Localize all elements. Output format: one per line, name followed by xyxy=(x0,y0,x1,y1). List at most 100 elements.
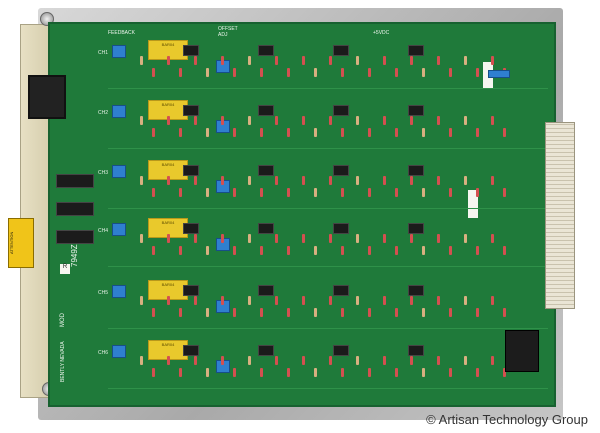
resistor xyxy=(491,296,494,305)
resistor xyxy=(329,176,332,185)
resistor xyxy=(179,368,182,377)
resistor xyxy=(329,234,332,243)
trace xyxy=(108,328,548,329)
maker-label: BENTLY NEVADA xyxy=(60,341,66,382)
trimpot-feedback xyxy=(112,345,126,358)
resistor xyxy=(383,56,386,65)
resistor xyxy=(152,68,155,77)
trace xyxy=(108,148,548,149)
resistor xyxy=(233,128,236,137)
resistor xyxy=(233,188,236,197)
mod-label: MOD xyxy=(60,313,66,327)
resistor xyxy=(464,234,467,243)
resistor xyxy=(260,308,263,317)
ic-chip xyxy=(333,285,349,296)
resistor xyxy=(341,188,344,197)
resistor xyxy=(449,188,452,197)
resistor xyxy=(302,356,305,365)
resistor xyxy=(464,56,467,65)
resistor xyxy=(476,246,479,255)
resistor xyxy=(368,188,371,197)
ic-chip xyxy=(408,285,424,296)
resistor xyxy=(476,188,479,197)
resistor xyxy=(194,176,197,185)
resistor xyxy=(287,128,290,137)
channel-label: CH4 xyxy=(98,228,109,234)
offset-adj-label: OFFSET ADJ xyxy=(218,26,238,38)
white-sticker xyxy=(468,190,478,218)
resistor xyxy=(140,56,143,65)
resistor xyxy=(314,68,317,77)
channel-label: CH2 xyxy=(98,110,109,116)
edge-connector xyxy=(545,122,575,309)
resistor xyxy=(368,128,371,137)
resistor xyxy=(167,296,170,305)
revision-label: R xyxy=(60,264,70,274)
resistor xyxy=(314,128,317,137)
resistor xyxy=(356,234,359,243)
resistor xyxy=(260,246,263,255)
resistor xyxy=(140,116,143,125)
circuit-board: FEEDBACK OFFSET ADJ +5VDC 7949Z-01 BENTL… xyxy=(48,22,556,407)
resistor xyxy=(476,128,479,137)
resistor xyxy=(437,116,440,125)
resistor xyxy=(275,234,278,243)
resistor xyxy=(233,368,236,377)
resistor xyxy=(206,188,209,197)
resistor xyxy=(476,368,479,377)
resistor xyxy=(422,68,425,77)
resistor xyxy=(410,296,413,305)
resistor xyxy=(140,356,143,365)
resistor xyxy=(422,246,425,255)
resistor xyxy=(356,56,359,65)
resistor xyxy=(476,308,479,317)
resistor xyxy=(179,128,182,137)
resistor xyxy=(503,246,506,255)
resistor xyxy=(383,234,386,243)
resistor xyxy=(410,234,413,243)
resistor xyxy=(491,116,494,125)
channel-label: CH6 xyxy=(98,350,109,356)
ic-chip xyxy=(183,165,199,176)
resistor xyxy=(437,296,440,305)
resistor xyxy=(491,176,494,185)
resistor xyxy=(329,296,332,305)
resistor xyxy=(395,128,398,137)
ic-chip xyxy=(408,345,424,356)
ic-chip xyxy=(258,105,274,116)
ic-chip xyxy=(183,345,199,356)
resistor xyxy=(275,356,278,365)
resistor xyxy=(356,176,359,185)
resistor xyxy=(248,356,251,365)
resistor xyxy=(329,56,332,65)
resistor xyxy=(287,308,290,317)
resistor xyxy=(464,356,467,365)
resistor xyxy=(368,68,371,77)
ic-chip xyxy=(183,223,199,234)
resistor xyxy=(302,296,305,305)
resistor xyxy=(140,176,143,185)
resistor xyxy=(314,188,317,197)
resistor xyxy=(206,368,209,377)
resistor xyxy=(275,296,278,305)
resistor xyxy=(476,68,479,77)
ic-chip xyxy=(333,345,349,356)
resistor xyxy=(260,68,263,77)
feedback-label: FEEDBACK xyxy=(108,30,135,36)
trimpot-feedback xyxy=(112,165,126,178)
channel-label: CH3 xyxy=(98,170,109,176)
resistor xyxy=(437,356,440,365)
resistor xyxy=(248,296,251,305)
ic-chip xyxy=(183,105,199,116)
ic-chip xyxy=(56,230,94,244)
resistor xyxy=(410,356,413,365)
resistor xyxy=(329,116,332,125)
resistor xyxy=(233,308,236,317)
ic-chip xyxy=(333,165,349,176)
resistor xyxy=(437,176,440,185)
resistor xyxy=(503,128,506,137)
resistor xyxy=(221,234,224,243)
resistor xyxy=(329,356,332,365)
resistor xyxy=(356,116,359,125)
resistor xyxy=(491,234,494,243)
